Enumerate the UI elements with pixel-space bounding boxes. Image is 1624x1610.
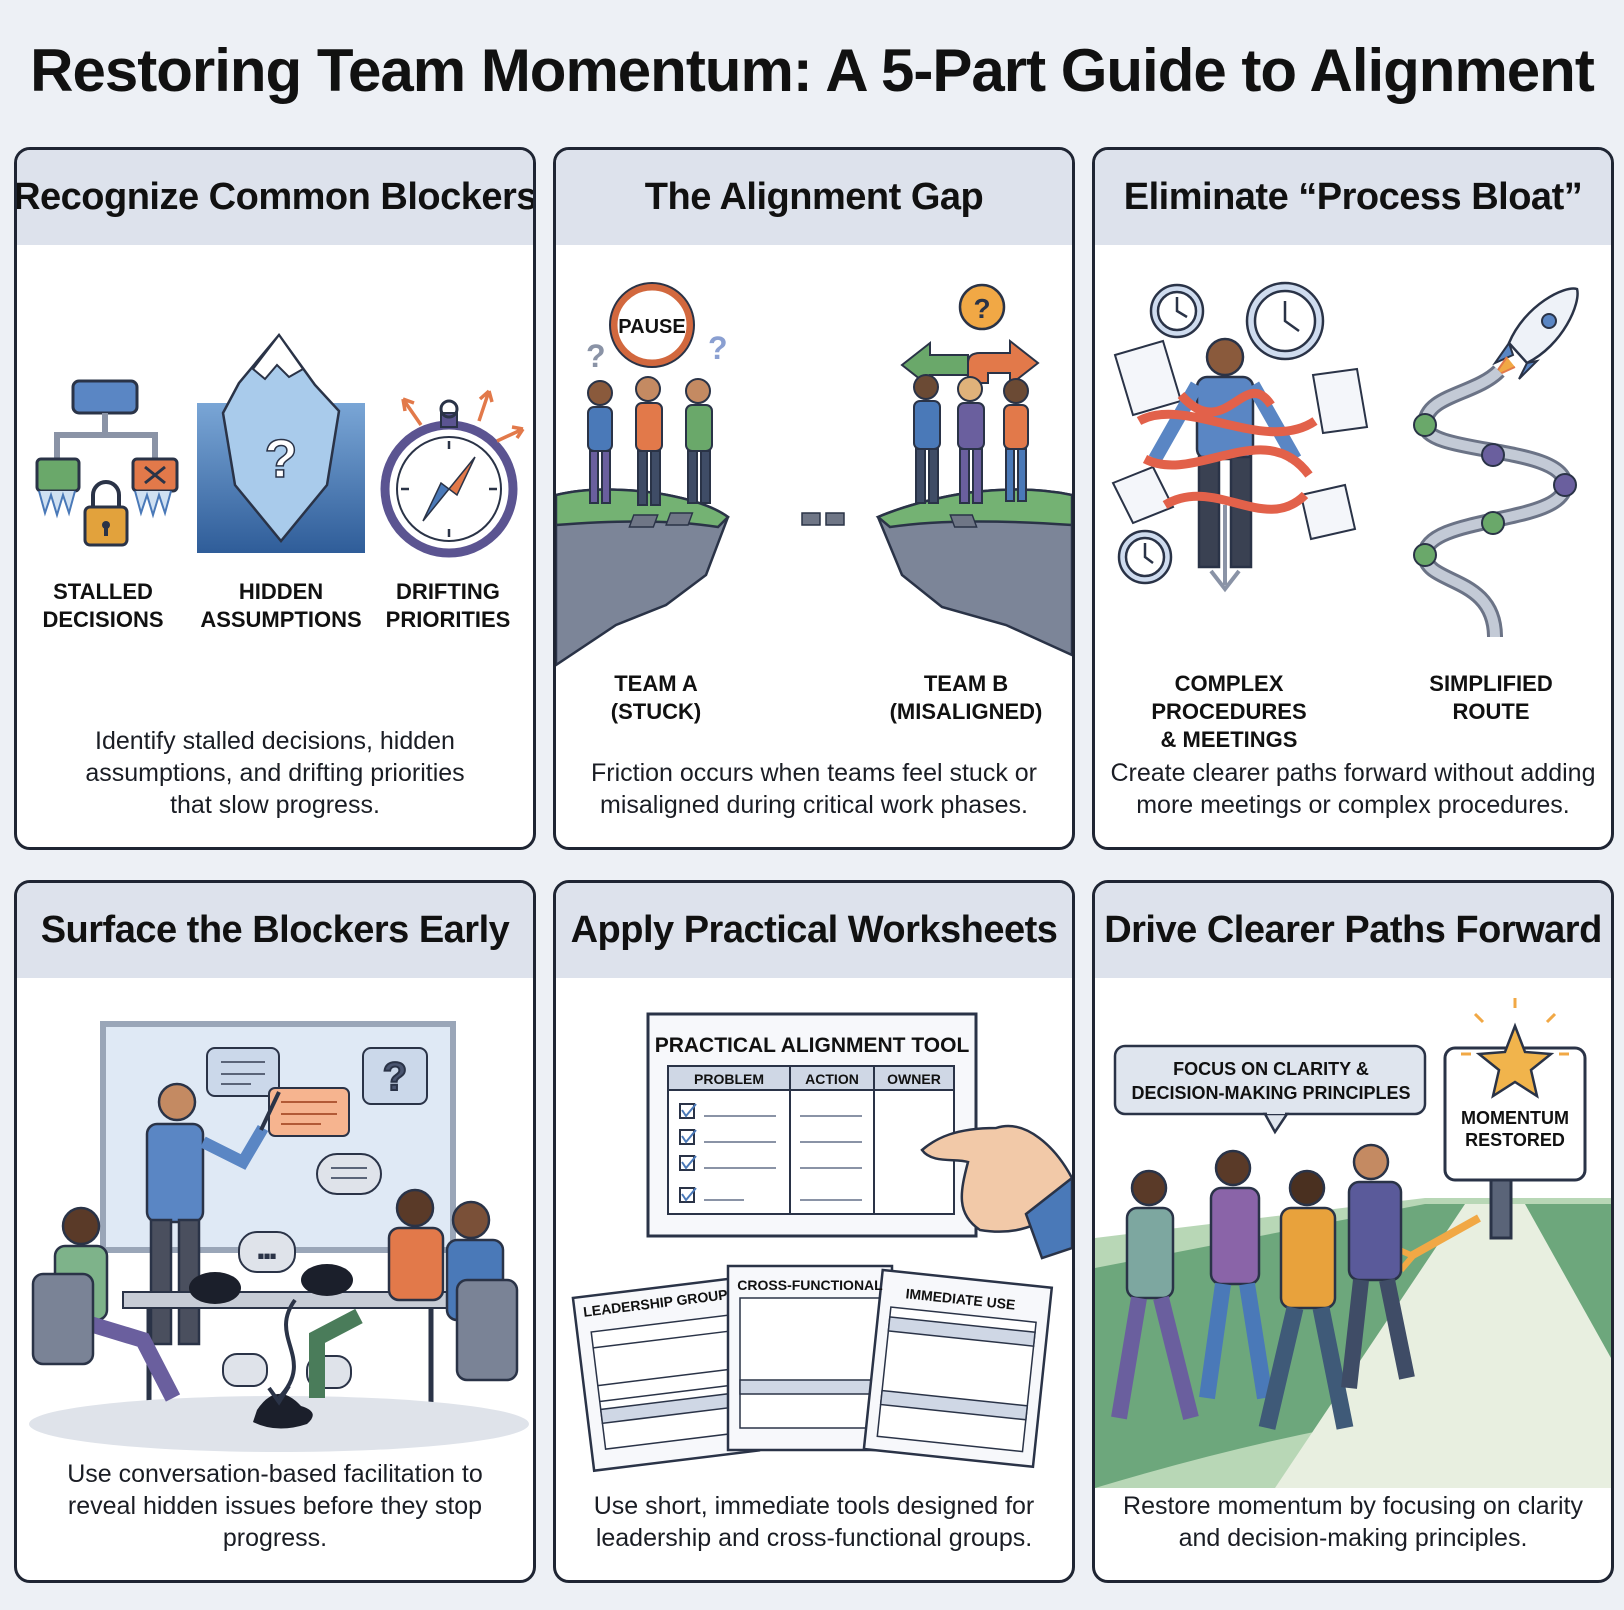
page-title: Restoring Team Momentum: A 5-Part Guide … [30, 37, 1595, 104]
team-a-people-icon [587, 376, 713, 506]
label-text: SIMPLIFIED ROUTE [1429, 671, 1553, 724]
process-bloat-illustration [1095, 245, 1611, 665]
bubble-line: DECISION-MAKING PRINCIPLES [1131, 1083, 1410, 1103]
panel-caption: Create clearer paths forward without add… [1110, 759, 1596, 819]
meeting-person-icon [31, 1188, 519, 1402]
blockers-illustration: ? [17, 245, 533, 605]
panel-practical-worksheets: Apply Practical Worksheets PRACTICAL ALI… [553, 880, 1075, 1583]
question-mark-icon: ? [708, 330, 728, 366]
signpost-icon [1443, 1046, 1587, 1240]
panel-caption: Restore momentum by focusing on clarity … [1123, 1492, 1583, 1552]
signpost-line: MOMENTUM [1461, 1108, 1569, 1128]
label-text: STALLED DECISIONS [42, 579, 164, 632]
winding-path-icon [1413, 364, 1577, 638]
panel-heading: The Alignment Gap [556, 150, 1072, 245]
blocker-blob-icon [189, 1264, 353, 1429]
label-complex-procedures: COMPLEX PROCEDURES & MEETINGS [1099, 670, 1359, 754]
team-b-people-icon [913, 374, 1029, 504]
label-stalled-decisions: STALLED DECISIONS [31, 578, 175, 634]
star-icon [1461, 998, 1569, 1099]
panel-caption: Friction occurs when teams feel stuck or… [591, 759, 1037, 819]
worksheets-illustration: PRACTICAL ALIGNMENT TOOL PROBLEM ACTION … [556, 978, 1072, 1488]
clock-icon [1117, 281, 1325, 585]
panel-process-bloat: Eliminate “Process Bloat” [1092, 147, 1614, 850]
svg-text:?: ? [973, 293, 990, 324]
sheet-label-cross-functional: CROSS-FUNCTIONAL [737, 1277, 883, 1293]
label-simplified-route: SIMPLIFIED ROUTE [1411, 670, 1571, 726]
panel-heading: Surface the Blockers Early [17, 883, 533, 978]
presenter-person-icon [145, 1082, 281, 1346]
split-arrows-icon: ? [900, 283, 1040, 390]
bubble-text: FOCUS ON CLARITY & DECISION-MAKING PRINCI… [1131, 1059, 1410, 1103]
panel-surface-blockers: Surface the Blockers Early ? ... [14, 880, 536, 1583]
panel-caption: Use short, immediate tools designed for … [593, 1492, 1035, 1552]
column-header-problem: PROBLEM [694, 1071, 764, 1087]
flowchart-lock-icon [35, 379, 179, 547]
panel-heading: Apply Practical Worksheets [556, 883, 1072, 978]
panel-heading: Eliminate “Process Bloat” [1095, 150, 1611, 245]
panel-recognize-blockers: Recognize Common Blockers [14, 147, 536, 850]
label-text: COMPLEX PROCEDURES & MEETINGS [1151, 671, 1307, 752]
label-drifting-priorities: DRIFTING PRIORITIES [373, 578, 523, 634]
alignment-gap-illustration: PAUSE ? ? ? [556, 245, 1072, 685]
signpost-line: RESTORED [1465, 1130, 1565, 1150]
panel-alignment-gap: The Alignment Gap PAUSE ? ? [553, 147, 1075, 850]
label-text: DRIFTING PRIORITIES [385, 579, 511, 632]
rocket-icon [1490, 287, 1579, 380]
tangled-person-icon [1136, 337, 1318, 593]
iceberg-icon: ? [197, 332, 365, 553]
compass-icon [380, 389, 525, 558]
panel-caption: Use conversation-based facilitation to r… [67, 1460, 483, 1552]
label-text: HIDDEN ASSUMPTIONS [200, 579, 362, 632]
walking-people-icon [1111, 1143, 1415, 1430]
pause-sign-text: PAUSE [618, 316, 685, 338]
svg-text:...: ... [258, 1238, 276, 1263]
pause-sign-icon [609, 282, 695, 368]
document-icon [1111, 339, 1369, 541]
label-text: TEAM A (STUCK) [610, 671, 702, 724]
checkbox-icon [679, 1103, 862, 1203]
question-mark-icon: ? [586, 338, 606, 374]
svg-text:?: ? [265, 429, 298, 489]
facilitation-illustration: ? ... [17, 978, 533, 1478]
speech-bubble-icon [1113, 1044, 1427, 1135]
tool-title: PRACTICAL ALIGNMENT TOOL [655, 1034, 970, 1057]
label-team-a: TEAM A (STUCK) [566, 670, 746, 726]
panel-heading: Drive Clearer Paths Forward [1095, 883, 1611, 978]
speech-bubble-icon: ? ... [206, 1047, 428, 1389]
column-header-owner: OWNER [887, 1071, 941, 1087]
panel-caption: Identify stalled decisions, hidden assum… [85, 727, 465, 819]
svg-text:?: ? [383, 1055, 407, 1099]
hand-icon [920, 1124, 1072, 1260]
label-team-b: TEAM B (MISALIGNED) [876, 670, 1056, 726]
panel-heading: Recognize Common Blockers [17, 150, 533, 245]
column-header-action: ACTION [805, 1071, 859, 1087]
worksheet-stack-icon [571, 1264, 1054, 1473]
label-text: TEAM B (MISALIGNED) [889, 671, 1043, 724]
bubble-line: FOCUS ON CLARITY & [1173, 1059, 1369, 1079]
label-hidden-assumptions: HIDDEN ASSUMPTIONS [197, 578, 365, 634]
